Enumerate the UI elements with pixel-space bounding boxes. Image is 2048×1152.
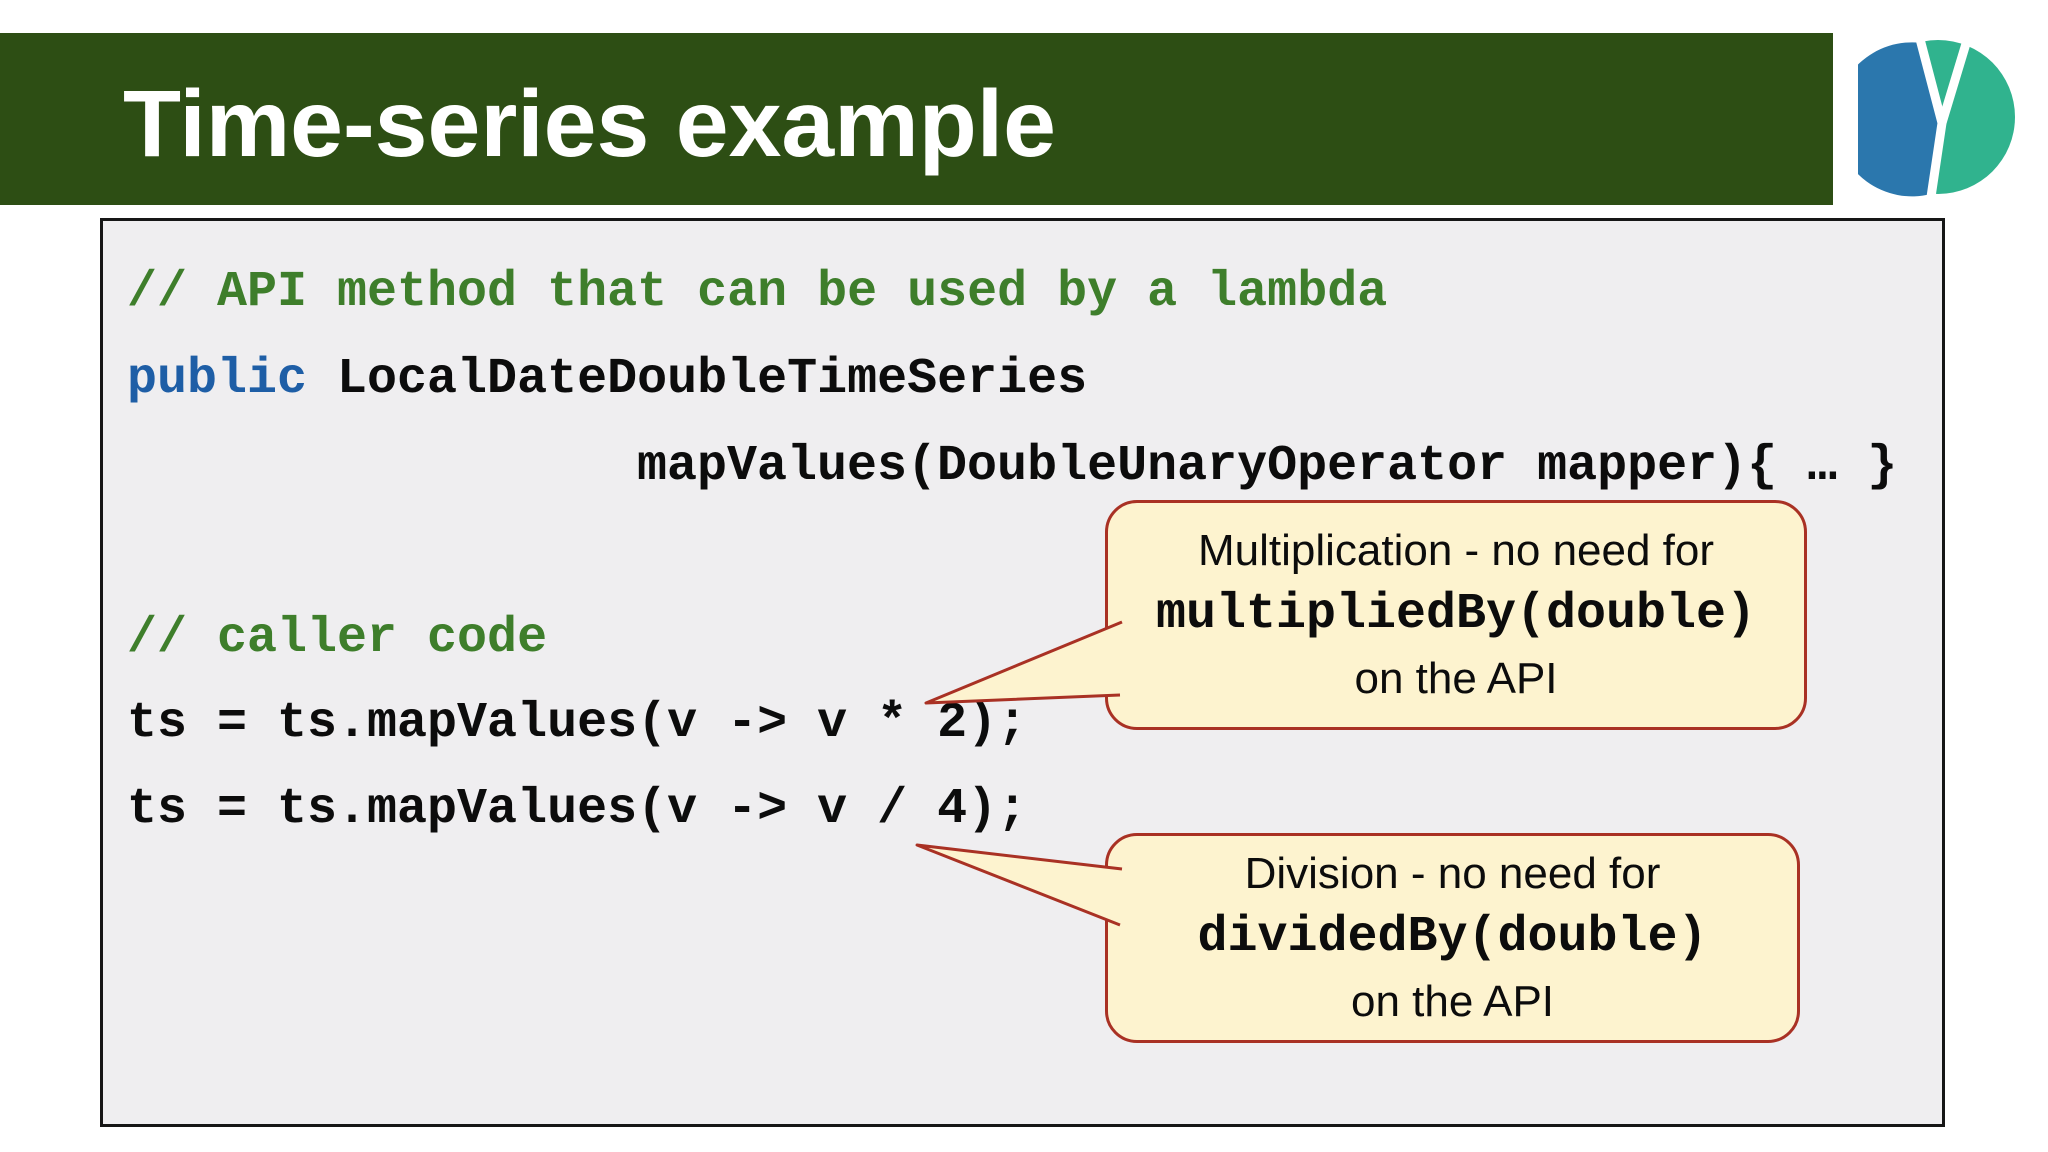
logo-blue-leaf [1858, 42, 1941, 197]
callout-division-method: dividedBy(double) [1197, 909, 1708, 966]
callout-multiplication: Multiplication - no need for multipliedB… [1105, 500, 1807, 730]
header-bar: Time-series example [0, 33, 1833, 205]
callout-division: Division - no need for dividedBy(double)… [1105, 833, 1800, 1043]
code-line-mapvalues-signature: mapValues(DoubleUnaryOperator mapper){ …… [637, 438, 1898, 495]
return-type-name: LocalDateDoubleTimeSeries [307, 351, 1088, 408]
code-line-api-comment: // API method that can be used by a lamb… [127, 264, 1388, 321]
slide-title: Time-series example [123, 71, 1056, 177]
logo-white-right-arm [1937, 37, 1973, 125]
code-line-caller-comment: // caller code [127, 610, 548, 667]
callout-multiplication-outro: on the API [1354, 654, 1558, 703]
callout-division-intro: Division - no need for [1244, 849, 1661, 898]
callout-division-outro: on the API [1350, 977, 1555, 1026]
keyword-public: public [127, 351, 308, 408]
callout-multiplication-tail [924, 620, 1123, 705]
callout-multiplication-intro: Multiplication - no need for [1197, 526, 1715, 575]
callout-multiplication-method: multipliedBy(double) [1155, 586, 1757, 643]
callout-division-tail [915, 843, 1123, 927]
code-line-divide-call: ts = ts.mapValues(v -> v / 4); [127, 781, 1028, 838]
opengamma-logo-icon [1858, 37, 2015, 197]
code-line-multiply-call: ts = ts.mapValues(v -> v * 2); [127, 695, 1028, 752]
code-line-declaration: public LocalDateDoubleTimeSeries [127, 345, 1087, 415]
